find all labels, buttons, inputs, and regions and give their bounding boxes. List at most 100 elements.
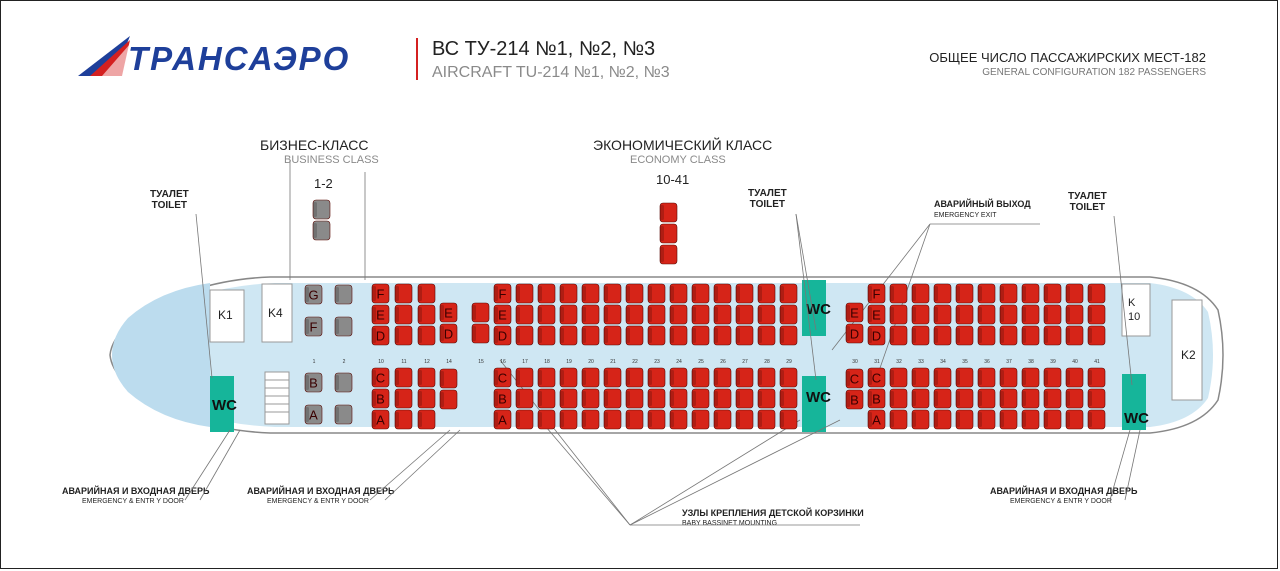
seat-2G[interactable] [334, 284, 353, 305]
seat-27E[interactable] [735, 304, 754, 325]
seat-12D[interactable] [417, 325, 436, 346]
seat-11C[interactable] [394, 367, 413, 388]
seat-34A[interactable] [933, 409, 952, 430]
seat-27D[interactable] [735, 325, 754, 346]
seat-20A[interactable] [581, 409, 600, 430]
seat-24E[interactable] [669, 304, 688, 325]
seat-37A[interactable] [999, 409, 1018, 430]
seat-37D[interactable] [999, 325, 1018, 346]
seat-29D[interactable] [779, 325, 798, 346]
seat-10E[interactable]: E [371, 304, 390, 325]
seat-41D[interactable] [1087, 325, 1106, 346]
seat-37E[interactable] [999, 304, 1018, 325]
seat-10C[interactable]: C [371, 367, 390, 388]
seat-35D[interactable] [955, 325, 974, 346]
seat-19E[interactable] [559, 304, 578, 325]
seat-32C[interactable] [889, 367, 908, 388]
seat-28C[interactable] [757, 367, 776, 388]
seat-27C[interactable] [735, 367, 754, 388]
seat-22D[interactable] [625, 325, 644, 346]
seat-28A[interactable] [757, 409, 776, 430]
seat-28B[interactable] [757, 388, 776, 409]
seat-39A[interactable] [1043, 409, 1062, 430]
seat-2A[interactable] [334, 404, 353, 425]
seat-17F[interactable] [515, 283, 534, 304]
seat-33D[interactable] [911, 325, 930, 346]
seat-40B[interactable] [1065, 388, 1084, 409]
seat-41C[interactable] [1087, 367, 1106, 388]
seat-36F[interactable] [977, 283, 996, 304]
seat-28D[interactable] [757, 325, 776, 346]
seat-36A[interactable] [977, 409, 996, 430]
seat-24D[interactable] [669, 325, 688, 346]
seat-23D[interactable] [647, 325, 666, 346]
legend-economy-seat-2[interactable] [659, 223, 678, 244]
seat-36E[interactable] [977, 304, 996, 325]
seat-33A[interactable] [911, 409, 930, 430]
seat-36D[interactable] [977, 325, 996, 346]
seat-1F[interactable]: F [304, 316, 323, 337]
seat-38A[interactable] [1021, 409, 1040, 430]
seat-21F[interactable] [603, 283, 622, 304]
seat-23E[interactable] [647, 304, 666, 325]
seat-33C[interactable] [911, 367, 930, 388]
seat-21D[interactable] [603, 325, 622, 346]
seat-20C[interactable] [581, 367, 600, 388]
seat-1A[interactable]: A [304, 404, 323, 425]
seat-40E[interactable] [1065, 304, 1084, 325]
seat-18A[interactable] [537, 409, 556, 430]
seat-12C[interactable] [417, 367, 436, 388]
seat-34D[interactable] [933, 325, 952, 346]
seat-25D[interactable] [691, 325, 710, 346]
legend-economy-seat-3[interactable] [659, 244, 678, 265]
seat-11B[interactable] [394, 388, 413, 409]
seat-28F[interactable] [757, 283, 776, 304]
seat-30D[interactable]: D [845, 323, 864, 344]
seat-23A[interactable] [647, 409, 666, 430]
legend-business-seat-1[interactable] [312, 199, 331, 220]
seat-2F[interactable] [334, 316, 353, 337]
seat-41E[interactable] [1087, 304, 1106, 325]
seat-21C[interactable] [603, 367, 622, 388]
seat-25A[interactable] [691, 409, 710, 430]
seat-26E[interactable] [713, 304, 732, 325]
seat-34B[interactable] [933, 388, 952, 409]
seat-21A[interactable] [603, 409, 622, 430]
seat-22E[interactable] [625, 304, 644, 325]
seat-33B[interactable] [911, 388, 930, 409]
seat-31C[interactable]: C [867, 367, 886, 388]
seat-14D[interactable]: D [439, 323, 458, 344]
seat-25C[interactable] [691, 367, 710, 388]
seat-41F[interactable] [1087, 283, 1106, 304]
seat-31B[interactable]: B [867, 388, 886, 409]
seat-25B[interactable] [691, 388, 710, 409]
seat-26B[interactable] [713, 388, 732, 409]
seat-31D[interactable]: D [867, 325, 886, 346]
seat-40D[interactable] [1065, 325, 1084, 346]
seat-11F[interactable] [394, 283, 413, 304]
seat-23C[interactable] [647, 367, 666, 388]
seat-18E[interactable] [537, 304, 556, 325]
seat-34C[interactable] [933, 367, 952, 388]
seat-19F[interactable] [559, 283, 578, 304]
seat-20E[interactable] [581, 304, 600, 325]
seat-12E[interactable] [417, 304, 436, 325]
seat-11E[interactable] [394, 304, 413, 325]
seat-20F[interactable] [581, 283, 600, 304]
seat-37F[interactable] [999, 283, 1018, 304]
seat-30B[interactable]: B [845, 389, 864, 410]
seat-32F[interactable] [889, 283, 908, 304]
seat-32D[interactable] [889, 325, 908, 346]
seat-40C[interactable] [1065, 367, 1084, 388]
seat-23B[interactable] [647, 388, 666, 409]
seat-2B[interactable] [334, 372, 353, 393]
seat-40F[interactable] [1065, 283, 1084, 304]
seat-12F[interactable] [417, 283, 436, 304]
seat-10D[interactable]: D [371, 325, 390, 346]
seat-38F[interactable] [1021, 283, 1040, 304]
seat-22C[interactable] [625, 367, 644, 388]
seat-10B[interactable]: B [371, 388, 390, 409]
seat-32E[interactable] [889, 304, 908, 325]
seat-34E[interactable] [933, 304, 952, 325]
seat-15D[interactable] [471, 323, 490, 344]
